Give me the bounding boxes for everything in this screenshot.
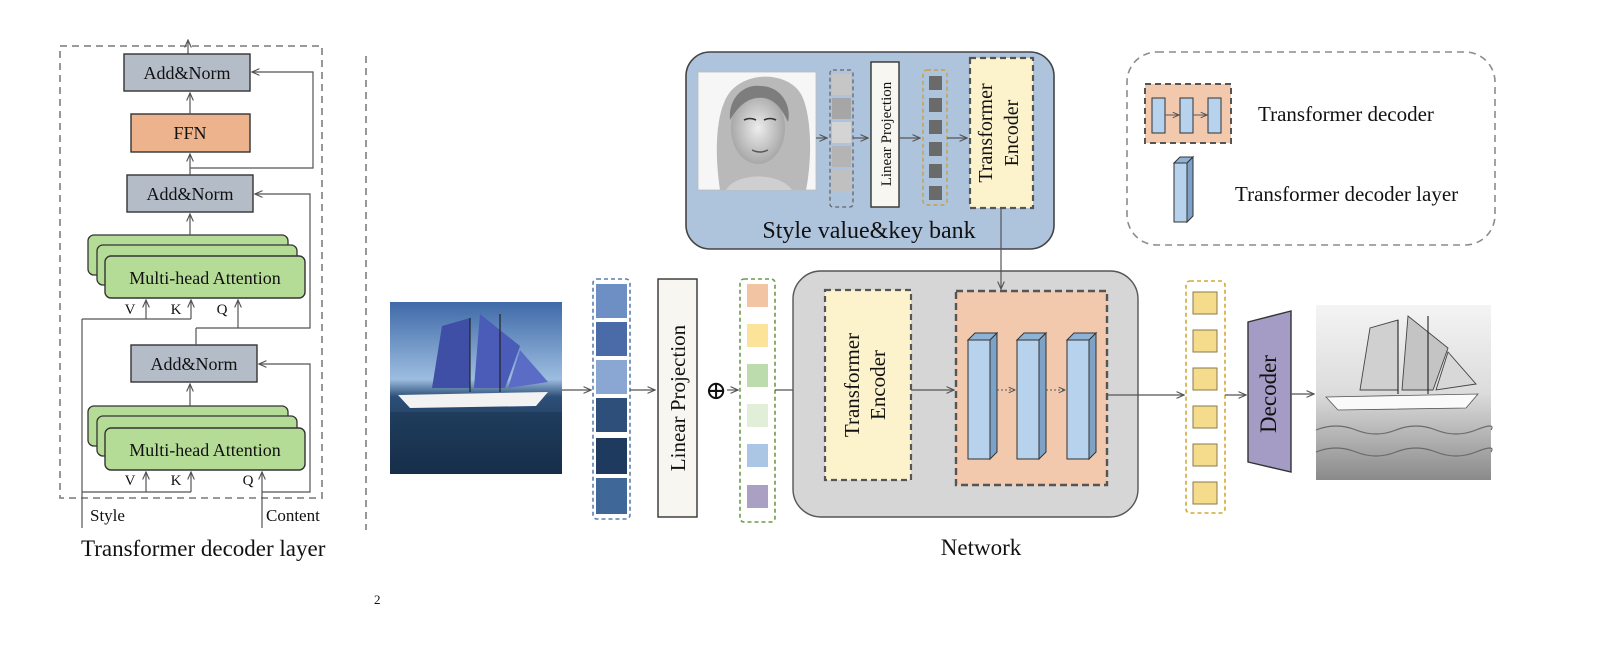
style-encoder-label-line-2: Encoder — [1001, 99, 1023, 166]
content-patch-3 — [596, 360, 627, 394]
legend-mini-layer-2 — [1179, 97, 1194, 134]
content-image — [390, 302, 562, 474]
main-pipeline: Linear Projection ⊕ TransformerEncoder — [390, 208, 1493, 560]
style-patch-2 — [832, 98, 851, 119]
decoder-layer-1-side — [989, 331, 998, 461]
main-linear-projection-label: Linear Projection — [666, 324, 690, 471]
mha-upper-label: Multi-head Attention — [129, 268, 280, 288]
image-decoder-block — [1247, 310, 1292, 473]
output-token-4 — [1192, 405, 1218, 429]
legend-decoder-layer-label: Transformer decoder layer — [1235, 182, 1458, 206]
pos-embedding-6 — [747, 485, 768, 508]
upper-v-label: V — [125, 302, 136, 318]
main-linear-projection-box — [657, 278, 698, 518]
style-patch-3 — [832, 122, 851, 143]
pos-embedding-3 — [747, 364, 768, 387]
legend-layer-side-face — [1186, 155, 1194, 224]
style-patch-4 — [832, 146, 851, 167]
upper-k-label: K — [171, 302, 182, 318]
pos-embedding-4 — [747, 404, 768, 427]
add-norm-mid-label: Add&Norm — [147, 184, 234, 204]
output-token-3 — [1192, 367, 1218, 391]
style-encoder-label-line-1: Transformer — [975, 83, 997, 183]
decoder-layer-2-side — [1038, 331, 1047, 461]
mha-lower-residual-line — [259, 364, 311, 493]
style-patch-1 — [832, 74, 851, 95]
mha-upper-residual-line — [196, 194, 311, 329]
output-token-6 — [1192, 481, 1218, 505]
style-token-3 — [929, 120, 942, 134]
output-image — [1315, 305, 1493, 480]
pos-embedding-5 — [747, 444, 768, 467]
decoder-layer-3-side — [1088, 331, 1097, 461]
legend-dashed-frame — [1126, 51, 1496, 246]
output-token-1 — [1192, 291, 1218, 315]
mha-upper-box — [104, 255, 306, 299]
legend-mini-layer-1 — [1151, 97, 1166, 134]
style-token-5 — [929, 164, 942, 178]
output-token-2 — [1192, 329, 1218, 353]
style-token-4 — [929, 142, 942, 156]
style-token-2 — [929, 98, 942, 112]
add-symbol: ⊕ — [705, 376, 727, 405]
style-patch-5 — [832, 170, 851, 191]
style-encoder-box — [968, 56, 1035, 210]
add-norm-low-label: Add&Norm — [151, 354, 238, 374]
ffn-label: FFN — [173, 123, 206, 143]
mha-lower-label: Multi-head Attention — [129, 440, 280, 460]
style-linear-projection-box — [870, 61, 900, 208]
style-linear-projection-label: Linear Projection — [879, 81, 895, 186]
content-patch-6 — [596, 478, 627, 514]
network-encoder-label-group: TransformerEncoder — [840, 333, 890, 437]
lower-q-label: Q — [243, 473, 254, 489]
content-input-label: Content — [266, 506, 320, 525]
output-token-5 — [1192, 443, 1218, 467]
content-patch-2 — [596, 322, 627, 356]
pos-embedding-1 — [747, 284, 768, 307]
add-norm-mid-box — [126, 174, 254, 213]
legend-decoder-label: Transformer decoder — [1258, 102, 1434, 126]
network-encoder-label-line-1: Transformer — [840, 333, 864, 437]
decoder-layer-2 — [1016, 339, 1040, 460]
content-patch-4 — [596, 398, 627, 432]
legend-panel: Transformer decoder Transformer decoder … — [1126, 51, 1496, 246]
style-input-label: Style — [90, 506, 125, 525]
network-encoder-label-line-2: Encoder — [866, 350, 890, 420]
content-patch-1 — [596, 284, 627, 318]
ffn-residual-line — [190, 72, 314, 169]
decoder-layer-dashed-frame — [59, 45, 323, 499]
pos-embedding-2 — [747, 324, 768, 347]
style-token-6 — [929, 186, 942, 200]
image-decoder-label: Decoder — [1256, 355, 1281, 433]
network-label: Network — [941, 535, 1022, 560]
legend-mini-layer-3 — [1207, 97, 1222, 134]
decoder-layer-panel: Add&Norm FFN Add&Norm Multi-head Attenti… — [59, 40, 381, 607]
network-encoder-box — [823, 288, 913, 482]
style-image — [697, 71, 817, 191]
add-norm-top-box — [123, 53, 251, 92]
decoder-layer-caption: Transformer decoder layer — [81, 536, 326, 561]
network-encoder-label: TransformerEncoder — [840, 333, 890, 437]
legend-layer-icon — [1173, 162, 1188, 223]
style-token-1 — [929, 76, 942, 90]
content-patch-5 — [596, 438, 627, 474]
mha-lower-box — [104, 427, 306, 471]
upper-q-label: Q — [217, 302, 228, 318]
style-bank-title: Style value&key bank — [762, 218, 975, 244]
lower-v-label: V — [125, 473, 136, 489]
output-token-column — [1185, 280, 1226, 514]
decoder-layer-1 — [967, 339, 991, 460]
footnote-mark: 2 — [374, 592, 381, 607]
add-norm-low-box — [130, 344, 258, 383]
positional-embedding-column — [739, 278, 776, 523]
decoder-layer-3 — [1066, 339, 1090, 460]
add-norm-top-label: Add&Norm — [144, 63, 231, 83]
content-patch-strip — [592, 278, 631, 520]
lower-k-label: K — [171, 473, 182, 489]
